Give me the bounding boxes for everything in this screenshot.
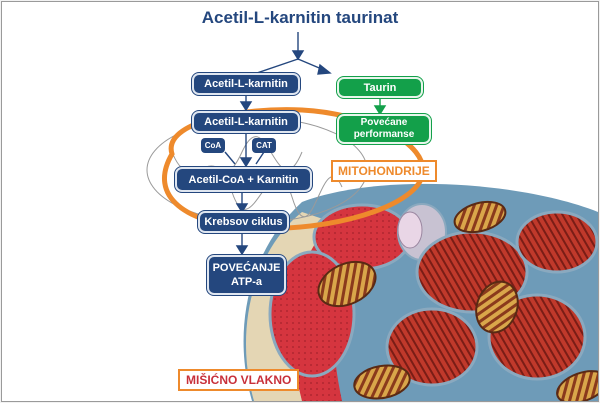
acetyl-l-carnitine-box: Acetil-L-karnitin [192, 73, 300, 95]
muscle-fiber-label: MIŠIĆNO VLAKNO [178, 369, 300, 391]
atp-increase-box: POVEĆANJE ATP-a [207, 255, 286, 295]
krebs-cycle-box: Krebsov ciklus [198, 211, 289, 233]
atp-increase-line-2: ATP-a [231, 276, 262, 288]
acetyl-l-carnitine-mito-box: Acetil-L-karnitin [192, 111, 300, 133]
improved-performance-line-2: performanse [353, 129, 415, 140]
improved-performance-box: Povećane performanse [337, 114, 431, 144]
improved-performance-line-1: Povećane [360, 117, 408, 128]
muscle-fiber-illustration [243, 183, 598, 401]
taurine-connector [373, 98, 387, 116]
diagram-title: Acetil-L-karnitin taurinat [201, 8, 399, 27]
coa-box: CoA [201, 138, 225, 153]
cat-box: CAT [252, 138, 276, 153]
taurine-box: Taurin [337, 77, 423, 98]
acetyl-coa-carnitine-box: Acetil-CoA + Karnitin [175, 167, 312, 192]
mitochondria-label: MITOHONDRIJE [331, 160, 437, 182]
atp-increase-line-1: POVEĆANJE [212, 262, 281, 274]
